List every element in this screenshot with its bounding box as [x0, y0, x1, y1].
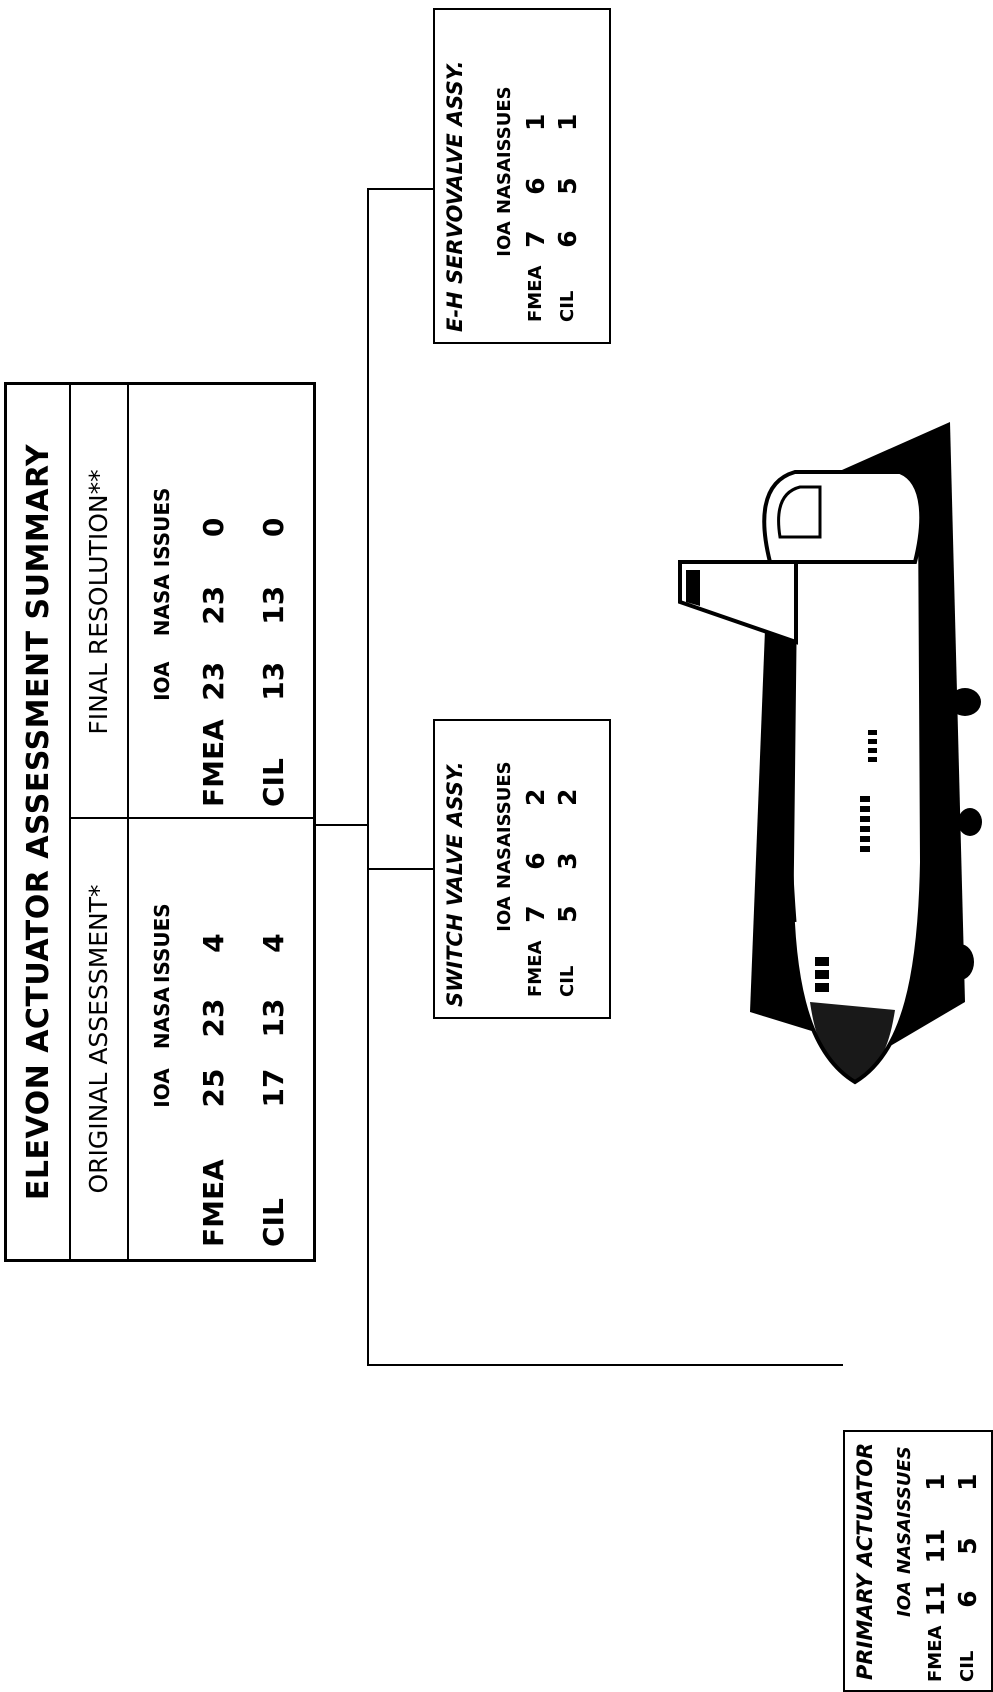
original-assessment-table: IOA NASA ISSUES FMEA 25 23 4 CIL 17 13 4	[141, 903, 303, 1247]
space-shuttle-icon	[678, 422, 982, 1085]
table-header-row: IOA NASA ISSUES	[489, 761, 519, 997]
table-cell: 5	[552, 177, 582, 195]
row-label: CIL	[556, 290, 578, 322]
table-header-row: IOA NASA ISSUES	[141, 488, 183, 807]
component-title: E-H SERVOVALVE ASSY.	[443, 60, 467, 332]
column-header: ISSUES	[493, 86, 515, 159]
original-assessment-section: ORIGINAL ASSESSMENT* IOA NASA ISSUES FME…	[69, 817, 313, 1259]
table-cell: 11	[920, 1581, 950, 1617]
table-header-row: IOA NASA ISSUES	[141, 903, 183, 1247]
column-header: NASA	[493, 158, 515, 214]
connector-to-servovalve	[367, 188, 433, 190]
table-row: FMEA 7 6 2	[519, 761, 551, 997]
table-cell: 0	[196, 517, 230, 538]
table-cell: 23	[196, 661, 230, 701]
table-cell: 6	[952, 1590, 982, 1608]
assessment-summary-box: ELEVON ACTUATOR ASSESSMENT SUMMARY ORIGI…	[4, 382, 316, 1262]
table-header-row: IOA NASA ISSUES	[889, 1446, 919, 1682]
column-header: NASA	[893, 1518, 915, 1574]
table-cell: 11	[920, 1528, 950, 1564]
final-resolution-heading: FINAL RESOLUTION**	[69, 385, 129, 819]
column-header: ISSUES	[150, 903, 174, 983]
table-row: CIL 5 3 2	[551, 761, 583, 997]
final-resolution-table: IOA NASA ISSUES FMEA 23 23 0 CIL 13 13 0	[141, 488, 303, 807]
table-cell: 0	[256, 517, 290, 538]
column-header: ISSUES	[893, 1446, 915, 1519]
table-row: FMEA 11 11 1	[919, 1446, 951, 1682]
table-cell: 13	[256, 585, 290, 625]
row-label: FMEA	[196, 1159, 230, 1247]
table-cell: 1	[920, 1473, 950, 1491]
table-cell: 2	[520, 788, 550, 806]
table-cell: 3	[552, 852, 582, 870]
table-cell: 7	[520, 230, 550, 248]
table-cell: 6	[520, 852, 550, 870]
column-header: IOA	[893, 1581, 915, 1617]
table-cell: 5	[952, 1537, 982, 1555]
table-cell: 4	[256, 933, 290, 953]
row-label: FMEA	[924, 1625, 946, 1682]
table-cell: 25	[196, 1068, 230, 1108]
component-title: PRIMARY ACTUATOR	[853, 1442, 877, 1680]
table-cell: 6	[552, 230, 582, 248]
table-cell: 2	[552, 788, 582, 806]
table-cell: 6	[520, 177, 550, 195]
servovalve-box: E-H SERVOVALVE ASSY. IOA NASA ISSUES FME…	[433, 8, 611, 344]
table-row: CIL 13 13 0	[243, 488, 303, 807]
table-cell: 7	[520, 905, 550, 923]
original-assessment-heading: ORIGINAL ASSESSMENT*	[69, 819, 129, 1259]
table-cell: 4	[196, 933, 230, 953]
table-cell: 1	[520, 113, 550, 131]
column-header: ISSUES	[493, 761, 515, 834]
column-header: IOA	[150, 1068, 174, 1108]
row-label: FMEA	[524, 940, 546, 997]
component-table: IOA NASA ISSUES FMEA 11 11 1 CIL 6 5 1	[889, 1446, 983, 1682]
row-label: CIL	[556, 965, 578, 997]
table-cell: 1	[952, 1473, 982, 1491]
component-title: SWITCH VALVE ASSY.	[443, 761, 467, 1007]
fuselage-markings	[860, 730, 877, 852]
row-label: FMEA	[524, 265, 546, 322]
table-cell: 13	[256, 661, 290, 701]
table-cell: 13	[256, 998, 290, 1038]
table-cell: 23	[196, 998, 230, 1038]
column-header: IOA	[493, 221, 515, 257]
column-header: IOA	[150, 661, 174, 701]
table-row: FMEA 23 23 0	[183, 488, 243, 807]
table-cell: 1	[552, 113, 582, 131]
row-label: CIL	[956, 1650, 978, 1682]
summary-title: ELEVON ACTUATOR ASSESSMENT SUMMARY	[7, 385, 71, 1259]
row-label: CIL	[256, 1198, 290, 1247]
column-header: ISSUES	[150, 487, 174, 568]
connector-trunk	[367, 188, 369, 1366]
row-label: FMEA	[196, 719, 230, 807]
table-row: CIL 17 13 4	[243, 903, 303, 1247]
component-table: IOA NASA ISSUES FMEA 7 6 2 CIL 5 3 2	[489, 761, 583, 997]
table-row: FMEA 25 23 4	[183, 903, 243, 1247]
column-header: NASA	[493, 833, 515, 889]
connector-to-switch-valve	[367, 868, 433, 870]
table-cell: 17	[256, 1068, 290, 1108]
primary-actuator-box: PRIMARY ACTUATOR IOA NASA ISSUES FMEA 11…	[843, 1430, 993, 1692]
switch-valve-box: SWITCH VALVE ASSY. IOA NASA ISSUES FMEA …	[433, 719, 611, 1019]
column-header: IOA	[493, 896, 515, 932]
row-label: CIL	[256, 758, 290, 807]
final-resolution-section: FINAL RESOLUTION** IOA NASA ISSUES FMEA …	[69, 385, 313, 819]
table-row: FMEA 7 6 1	[519, 86, 551, 322]
component-table: IOA NASA ISSUES FMEA 7 6 1 CIL 6 5 1	[489, 86, 583, 322]
table-header-row: IOA NASA ISSUES	[489, 86, 519, 322]
table-cell: 5	[552, 905, 582, 923]
connector-to-primary	[367, 1364, 843, 1366]
column-header: NASA	[150, 986, 174, 1050]
table-row: CIL 6 5 1	[551, 86, 583, 322]
table-row: CIL 6 5 1	[951, 1446, 983, 1682]
column-header: NASA	[150, 574, 174, 637]
table-cell: 23	[196, 585, 230, 625]
connector-from-summary	[316, 824, 368, 826]
